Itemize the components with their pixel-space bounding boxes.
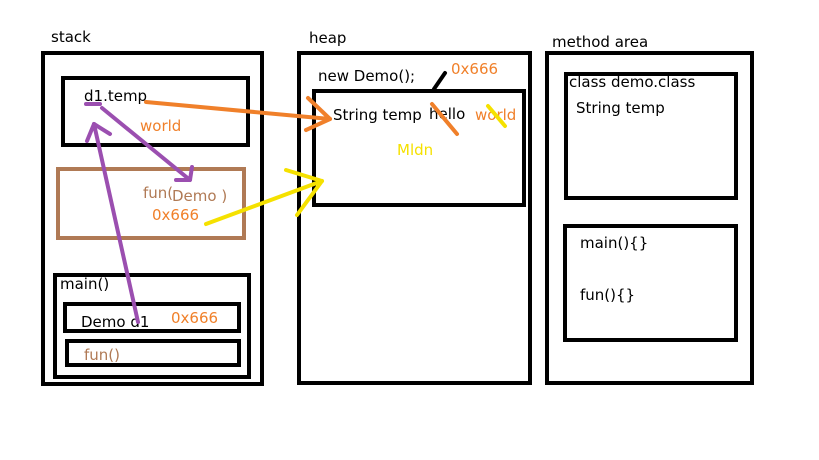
hello-strike (430, 102, 459, 136)
arrow-d1temp-to-fun-head (174, 165, 194, 182)
arrow-d1temp-to-fun (100, 106, 192, 182)
fun-call-slot-label: fun() (84, 346, 120, 364)
stack-title: stack (51, 28, 91, 46)
class-info-box (564, 72, 738, 200)
method-area-region (545, 51, 754, 385)
stack-world-value: world (140, 117, 182, 135)
heap-region (297, 51, 532, 385)
arrow-d1temp-to-heap (144, 100, 332, 121)
main-frame (53, 273, 251, 379)
fun-call-label: fun( (143, 184, 174, 202)
addr-tick (432, 71, 447, 91)
arrow-fun-to-heap (204, 179, 324, 226)
arrow-d1-to-temp (92, 122, 140, 324)
class-name-label: class demo.class (569, 73, 696, 91)
method-fun: fun(){} (580, 286, 636, 304)
fun-frame (56, 167, 246, 240)
method-area-title: method area (552, 33, 649, 51)
heap-mldn: Mldn (397, 141, 434, 159)
demo-d1-slot (63, 302, 241, 333)
fun-param-label: Demo ) (172, 187, 228, 205)
method-main: main(){} (580, 234, 649, 252)
heap-title: heap (309, 29, 347, 47)
d1-temp-label: d1.temp (84, 87, 148, 105)
main-addr-value: 0x666 (171, 309, 219, 327)
arrow-fun-to-heap-head (284, 168, 324, 217)
methods-box (563, 224, 738, 342)
main-frame-label: main() (60, 275, 110, 293)
arrow-d1temp-to-heap-head (304, 96, 332, 132)
new-demo-label: new Demo(); (318, 67, 416, 85)
arrow-d1-to-temp-head (85, 122, 112, 143)
class-string-temp: String temp (576, 99, 665, 117)
stack-region (41, 51, 264, 386)
heap-addr-value: 0x666 (451, 60, 499, 78)
fun-call-slot (65, 339, 241, 367)
demo-object (312, 89, 526, 207)
demo-d1-label: Demo d1 (81, 313, 150, 331)
world-strike (486, 104, 507, 128)
fun-addr-value: 0x666 (152, 206, 200, 224)
heap-string-temp: String temp (333, 106, 422, 124)
